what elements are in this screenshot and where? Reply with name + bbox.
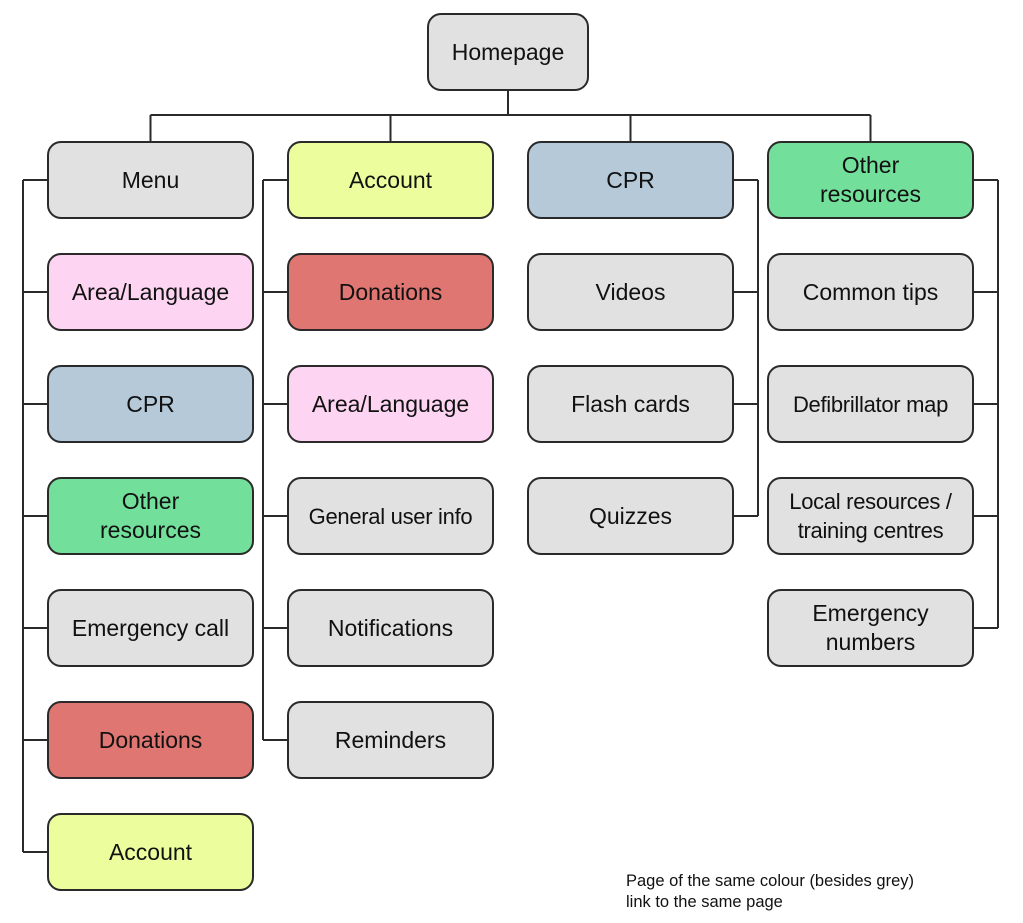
node-menu-cpr[interactable]: CPR [47,365,254,443]
node-account-general-user-info[interactable]: General user info [287,477,494,555]
node-other-defibrillator-map[interactable]: Defibrillator map [767,365,974,443]
node-homepage[interactable]: Homepage [427,13,589,91]
node-cpr-quizzes[interactable]: Quizzes [527,477,734,555]
node-cpr[interactable]: CPR [527,141,734,219]
node-account-donations[interactable]: Donations [287,253,494,331]
node-menu-donations[interactable]: Donations [47,701,254,779]
node-menu[interactable]: Menu [47,141,254,219]
node-cpr-videos[interactable]: Videos [527,253,734,331]
node-account-reminders[interactable]: Reminders [287,701,494,779]
node-other-emergency-numbers[interactable]: Emergency numbers [767,589,974,667]
legend-note: Page of the same colour (besides grey) l… [626,872,914,911]
node-account-area-language[interactable]: Area/Language [287,365,494,443]
node-other-resources[interactable]: Other resources [767,141,974,219]
node-menu-area-language[interactable]: Area/Language [47,253,254,331]
node-other-local-resources[interactable]: Local resources / training centres [767,477,974,555]
node-other-common-tips[interactable]: Common tips [767,253,974,331]
node-menu-account[interactable]: Account [47,813,254,891]
node-cpr-flash-cards[interactable]: Flash cards [527,365,734,443]
node-account-notifications[interactable]: Notifications [287,589,494,667]
node-menu-emergency-call[interactable]: Emergency call [47,589,254,667]
node-account[interactable]: Account [287,141,494,219]
node-menu-other-resources[interactable]: Other resources [47,477,254,555]
